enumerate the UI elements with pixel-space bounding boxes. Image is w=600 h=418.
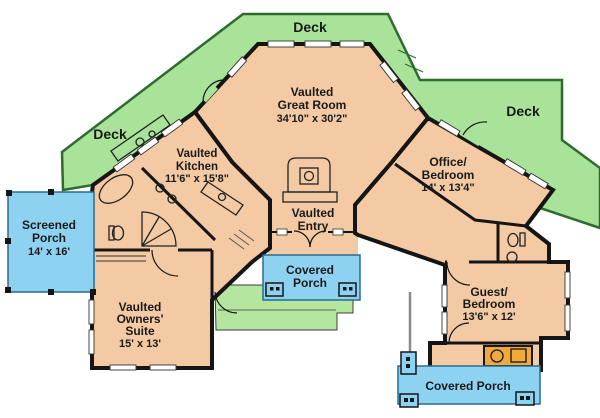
- kitchen-label-1: Vaulted: [177, 148, 218, 160]
- closet-doors: [96, 255, 146, 262]
- owners-label-2: Owners': [117, 312, 164, 326]
- office-dims: 14' x 13'4": [421, 182, 474, 194]
- suite-north-wall: [92, 248, 214, 300]
- porch-posts-bottom: [399, 351, 535, 408]
- doors: [69, 79, 488, 384]
- steps-detail: [228, 229, 255, 250]
- fireplace-icon: [282, 157, 338, 203]
- owners-bath-fixtures: [98, 174, 177, 247]
- screened-porch-dims: 14' x 16': [28, 246, 70, 258]
- guest-label-2: Bedroom: [463, 297, 516, 311]
- owners-label-3: Suite: [125, 324, 155, 338]
- windows: [88, 40, 571, 371]
- covered-porch-bottom-label: Covered Porch: [425, 379, 510, 393]
- great-room-dims: 34'10" x 30'2": [277, 113, 348, 125]
- office-label-2: Bedroom: [422, 168, 475, 182]
- great-room-label-2: Great Room: [278, 98, 347, 112]
- kitchen-counters: [110, 114, 244, 216]
- guest-label-1: Guest/: [470, 285, 508, 299]
- owners-label-1: Vaulted: [119, 300, 162, 314]
- screened-porch-label-2: Porch: [32, 231, 66, 245]
- kitchen-bath-divider: [140, 166, 217, 242]
- deck-steps: [397, 49, 424, 73]
- covered-porch-bottom: [397, 351, 541, 408]
- kitchen-label-2: Kitchen: [176, 161, 218, 173]
- covered-porch-center: [262, 254, 361, 301]
- entry-label-1: Vaulted: [292, 206, 335, 220]
- kitchen-dims: 11'6" x 15'8": [165, 173, 229, 185]
- entry-label-2: Entry: [298, 219, 329, 233]
- porch-posts: [265, 282, 357, 297]
- screened-porch: [5, 189, 96, 295]
- screened-porch-label-1: Screened: [22, 218, 76, 232]
- owners-dims: 15' x 13': [119, 338, 161, 350]
- deck-right-label: Deck: [506, 103, 540, 119]
- covered-porch-center-label-1: Covered: [286, 263, 334, 277]
- great-room-label-1: Vaulted: [291, 85, 334, 99]
- covered-porch-center-label-2: Porch: [293, 276, 327, 290]
- deck-top-label: Deck: [293, 19, 327, 35]
- guest-dims: 13'6" x 12': [462, 311, 516, 323]
- hall-bath-fixtures: [506, 232, 526, 263]
- office-interior-wall: [394, 162, 527, 228]
- guest-bath-counter: [483, 345, 533, 367]
- office-label-1: Office/: [429, 155, 467, 169]
- deck-left-label: Deck: [93, 126, 127, 142]
